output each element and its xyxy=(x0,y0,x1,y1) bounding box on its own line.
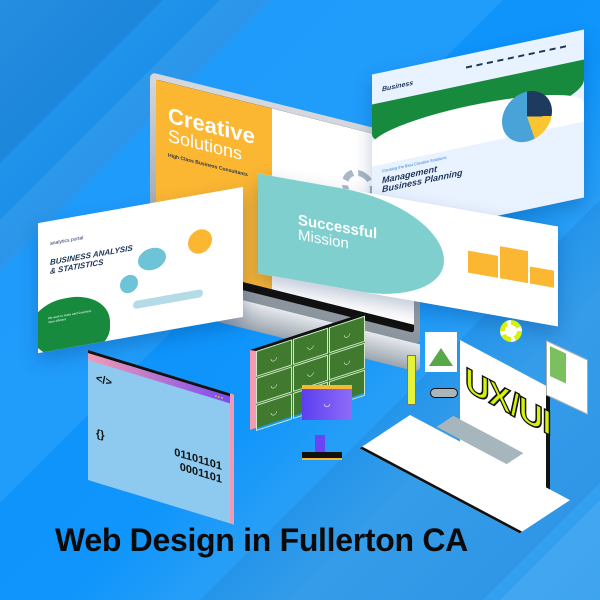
window-dots-icon: ••• xyxy=(214,393,224,403)
toggle-switch-icon xyxy=(430,388,458,398)
open-drawer: ◡ xyxy=(302,385,352,420)
gear-icon xyxy=(500,320,522,342)
file-drawer-monitor-illustration: ◡ ◡ ◡ ◡ ◡ ◡ ◡ ◡ ◡ ◡ xyxy=(250,312,365,460)
gear-bubble-icon xyxy=(188,227,212,256)
hero-title: BUSINESS ANALYSIS & STATISTICS xyxy=(50,243,133,276)
binary-text: 01101101 0001101 xyxy=(174,446,222,486)
chat-bubble-icon xyxy=(138,245,166,273)
image-placeholder-icon xyxy=(425,332,457,372)
podium-shape xyxy=(468,250,498,278)
monitor-stand xyxy=(315,435,325,455)
tool-palette-icon xyxy=(407,355,416,405)
business-logo: Business xyxy=(382,79,414,94)
analytics-logo: analytics portal xyxy=(50,235,84,247)
code-tag-icon: </> xyxy=(96,372,112,390)
podium-shape xyxy=(500,246,528,284)
play-bubble-icon xyxy=(120,273,138,295)
mountain-icon xyxy=(429,348,453,366)
wireframe-card-icon xyxy=(546,340,588,415)
podium-shape xyxy=(530,266,554,288)
curly-braces-icon: {} xyxy=(96,427,105,443)
wireframe-image-block xyxy=(550,346,566,384)
headline: Web Design in Fullerton CA xyxy=(55,522,468,558)
meeting-table-shape xyxy=(133,288,203,310)
ux-ui-laptop-illustration: UX/UI xyxy=(359,320,590,534)
monitor-base xyxy=(302,452,342,460)
